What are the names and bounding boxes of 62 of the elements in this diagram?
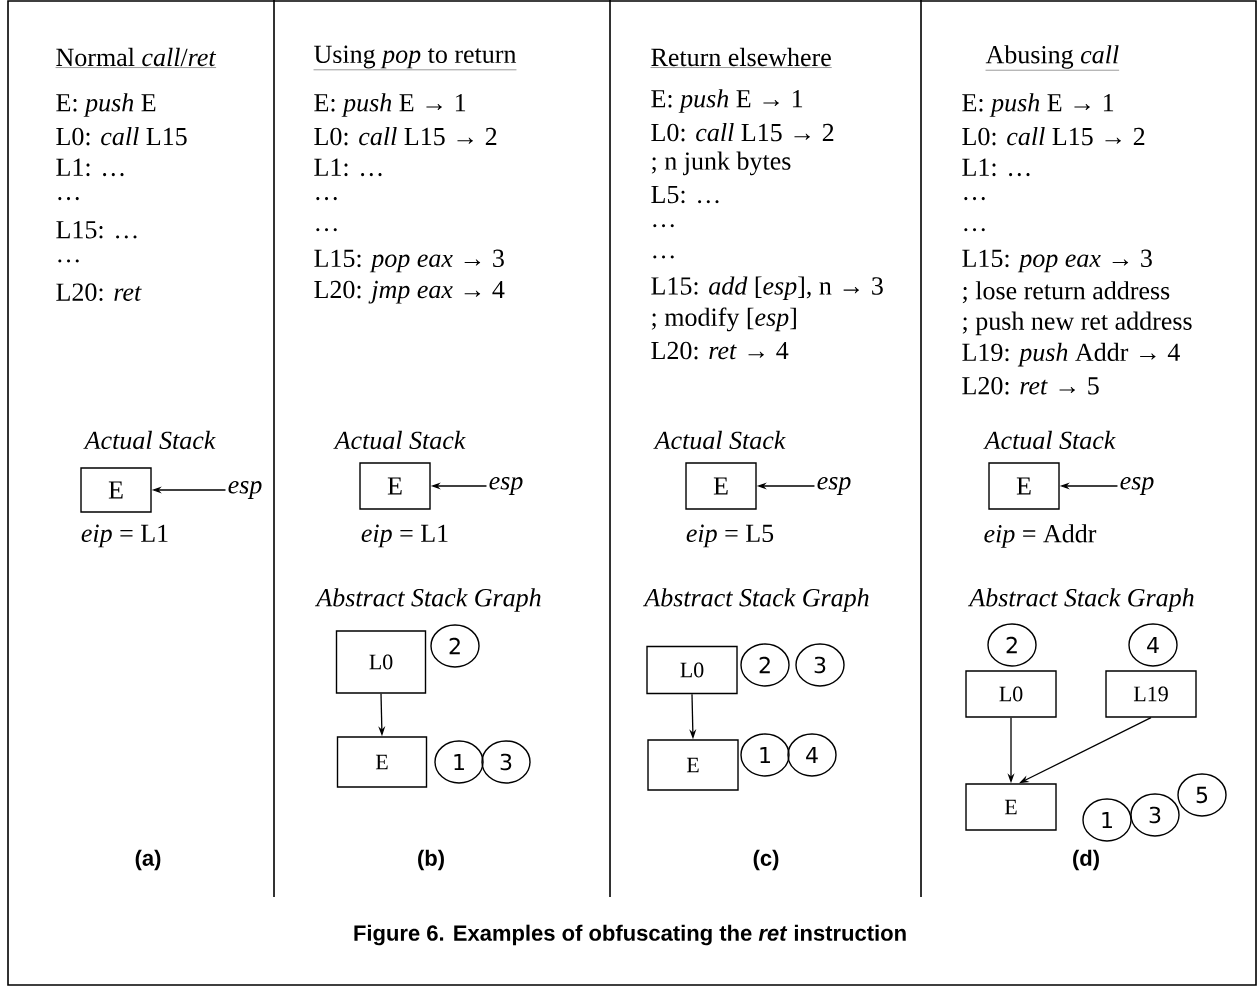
code-line: L15: add [esp], n → 3 xyxy=(651,276,883,300)
panel-label: (b) xyxy=(418,849,444,871)
section-heading: Abstract Stack Graph xyxy=(642,588,869,612)
code-line: E: push E → 1 xyxy=(962,93,1114,117)
code-line: L0: call L15 xyxy=(56,127,187,146)
panel-title: Return elsewhere xyxy=(650,47,832,68)
code-line: L1: … xyxy=(962,158,1030,177)
stack-frame-box: E xyxy=(965,783,1057,831)
code-line: L15: … xyxy=(56,221,137,239)
register-value: eip = Addr xyxy=(984,524,1097,548)
code-line: L0: call L15 → 2 xyxy=(962,127,1145,146)
code-line: … xyxy=(58,259,79,263)
section-heading: Abstract Stack Graph xyxy=(314,588,541,612)
code-line: … xyxy=(316,197,337,201)
code-line: L20: ret → 5 xyxy=(962,376,1099,395)
register-label: esp xyxy=(1120,477,1154,495)
code-line: ; lose return address xyxy=(962,281,1170,304)
code-line: ; n junk bytes xyxy=(651,151,791,176)
stack-box: E xyxy=(80,467,152,513)
code-line: E: push E → 1 xyxy=(314,93,466,117)
register-value: eip = L1 xyxy=(361,524,448,548)
code-line: L20: jmp eax → 4 xyxy=(314,280,505,304)
stack-box: E xyxy=(988,462,1060,510)
code-line: L20: ret xyxy=(56,283,142,301)
panel-label: (a) xyxy=(135,849,161,871)
register-label: esp xyxy=(489,477,523,495)
code-line: L15: pop eax → 3 xyxy=(962,249,1152,273)
code-line: … xyxy=(316,228,337,232)
code-line: … xyxy=(964,197,985,201)
code-line: L20: ret → 4 xyxy=(651,341,789,360)
stack-frame-box: L0 xyxy=(646,645,738,695)
code-line: L1: … xyxy=(314,158,382,177)
panel-label: (c) xyxy=(753,849,779,871)
stack-frame-box: E xyxy=(336,736,428,788)
figure-caption: Figure 6. Examples of obfuscating the ret instruction xyxy=(354,924,906,946)
code-line: L1: … xyxy=(56,158,124,177)
register-label: esp xyxy=(228,481,262,499)
code-line: L0: call L15 → 2 xyxy=(314,127,497,146)
code-line: … xyxy=(653,255,674,259)
code-line: ; modify [esp] xyxy=(651,307,796,332)
code-line: … xyxy=(964,228,985,232)
code-line: … xyxy=(653,224,674,228)
stack-frame-box: E xyxy=(647,739,739,791)
stack-frame-box: L0 xyxy=(965,670,1057,718)
code-line: L5: … xyxy=(651,185,719,204)
code-line: ; push new ret address xyxy=(962,311,1192,336)
code-line: L0: call L15 → 2 xyxy=(651,123,834,142)
code-line: E: push E → 1 xyxy=(651,89,803,113)
section-heading: Abstract Stack Graph xyxy=(967,588,1194,612)
code-line: E: push E xyxy=(56,93,156,117)
code-line: L19: push Addr → 4 xyxy=(962,342,1180,367)
panel-title: Normal call/ret xyxy=(55,47,217,68)
stack-box: E xyxy=(359,462,431,510)
panel-title: Using pop to return xyxy=(313,45,517,70)
stack-frame-box: L0 xyxy=(335,630,427,694)
stack-box: E xyxy=(685,462,757,510)
code-line: … xyxy=(58,197,79,201)
code-line: L15: pop eax → 3 xyxy=(314,249,504,273)
panel-title: Abusing call xyxy=(985,45,1120,71)
register-label: esp xyxy=(817,477,851,495)
panel-label: (d) xyxy=(1073,849,1099,871)
stack-frame-box: L19 xyxy=(1105,670,1197,718)
